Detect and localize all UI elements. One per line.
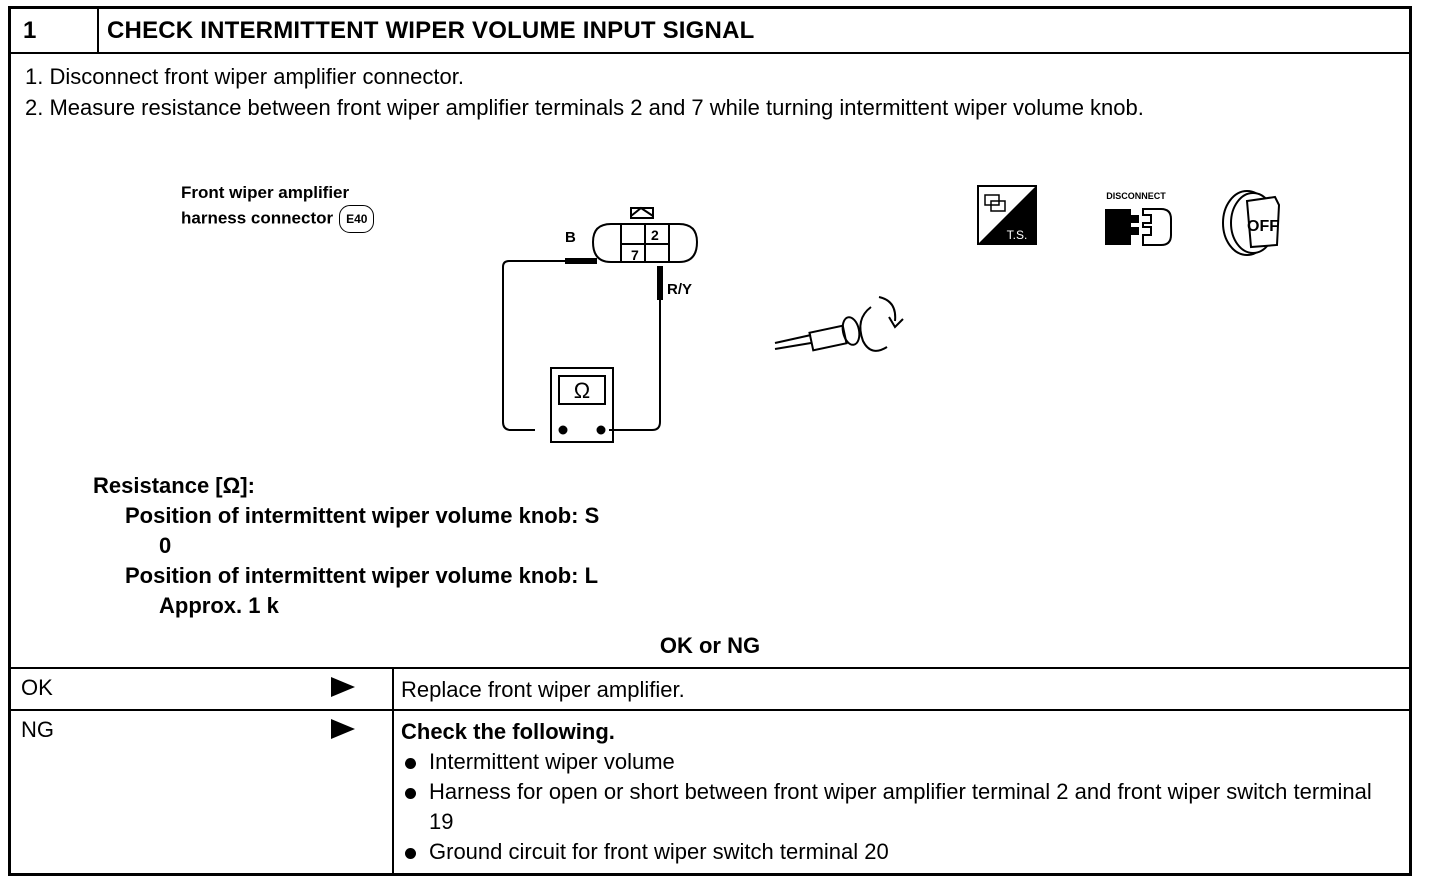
decision-label: OK or NG — [659, 633, 761, 658]
terminal-2-label: 2 — [651, 227, 659, 243]
instruction-step: 2. Measure resistance between front wipe… — [25, 95, 1144, 120]
column-divider — [392, 669, 394, 709]
spec-condition-value: Approx. 1 k — [159, 593, 279, 618]
wire-ry — [609, 300, 661, 431]
result-row-ng: NG Check the following. Intermittent wip… — [11, 709, 1409, 873]
wire-label-b: B — [565, 229, 576, 246]
knob-rotate-icon — [774, 296, 904, 352]
ohmmeter-wiring-diagram: 2 7 Ω — [502, 206, 699, 443]
probe-ry-icon — [657, 266, 663, 300]
instruction-list: 1. Disconnect front wiper amplifier conn… — [25, 61, 1144, 123]
probe-b-icon — [565, 258, 597, 264]
ts-label: T.S. — [1007, 228, 1028, 242]
spec-condition-value: 0 — [159, 533, 172, 558]
arrow-right-icon — [331, 719, 355, 739]
step-number: 1 — [11, 9, 99, 52]
test-signal-icon: T.S. — [977, 185, 1037, 245]
spec-condition-label: Position of intermittent wiper volume kn… — [125, 563, 599, 588]
check-item: Ground circuit for front wiper switch te… — [401, 837, 1389, 867]
disconnect-icon: DISCONNECT — [1105, 191, 1172, 246]
meter-symbol: Ω — [574, 378, 590, 403]
step-title: CHECK INTERMITTENT WIPER VOLUME INPUT SI… — [107, 17, 755, 44]
result-label-ng: NG — [21, 717, 54, 742]
instruction-step: 1. Disconnect front wiper amplifier conn… — [25, 64, 464, 89]
ohmmeter-icon — [550, 367, 614, 443]
ignition-off-icon: OFF — [1222, 190, 1281, 256]
connector-label-line2: harness connector — [181, 208, 334, 228]
resistance-specification: Resistance [Ω]: Position of intermittent… — [93, 471, 599, 621]
column-divider — [392, 711, 394, 873]
result-action-ok: Replace front wiper amplifier. — [401, 677, 685, 702]
check-item: Harness for open or short between front … — [401, 777, 1389, 837]
wire-label-ry: R/Y — [667, 281, 693, 298]
result-row-ok: OK Replace front wiper amplifier. — [11, 667, 1409, 709]
check-item: Intermittent wiper volume — [401, 747, 1389, 777]
step-header: 1 CHECK INTERMITTENT WIPER VOLUME INPUT … — [11, 9, 1409, 54]
check-list: Intermittent wiper volume Harness for op… — [401, 747, 1389, 867]
disconnect-label: DISCONNECT — [1106, 191, 1166, 201]
harness-connector-icon — [591, 206, 699, 263]
result-action-ng: Check the following. Intermittent wiper … — [401, 717, 1389, 867]
spec-condition-label: Position of intermittent wiper volume kn… — [125, 503, 600, 528]
arrow-right-icon — [331, 677, 355, 697]
wire-b — [502, 260, 565, 431]
connector-code-badge: E40 — [339, 205, 375, 233]
terminal-7-label: 7 — [631, 247, 639, 263]
spec-heading: Resistance [Ω]: — [93, 473, 255, 498]
action-heading: Check the following. — [401, 719, 615, 744]
result-label-ok: OK — [21, 675, 53, 700]
off-label: OFF — [1247, 218, 1279, 235]
connector-label-line1: Front wiper amplifier — [181, 183, 350, 202]
inspection-procedure-table: 1 CHECK INTERMITTENT WIPER VOLUME INPUT … — [8, 6, 1412, 876]
